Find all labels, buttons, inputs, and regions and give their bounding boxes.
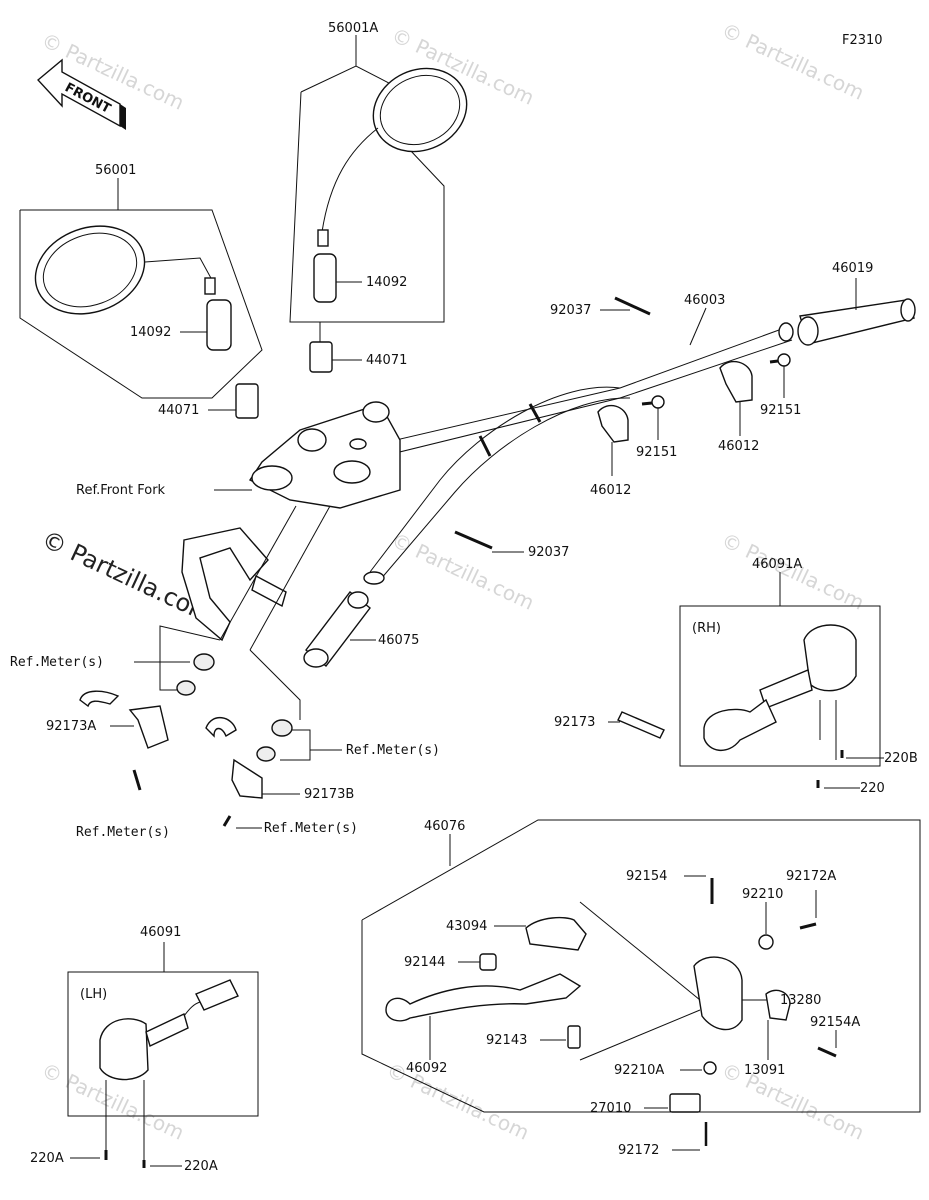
callout-220: 220 — [860, 781, 885, 796]
switch-43094-icon — [525, 916, 587, 951]
switch-lh-group — [67, 942, 259, 1168]
callout-92172: 92172 — [618, 1143, 659, 1158]
callout-46091: 46091 — [140, 925, 181, 940]
pin-92037-icon — [600, 296, 651, 316]
collar-92143-icon — [567, 1025, 581, 1049]
callout-92172A: 92172A — [786, 869, 836, 884]
callout-220B: 220B — [884, 751, 918, 766]
adapter-44071-icon — [309, 341, 333, 373]
lever-46092-icon — [385, 973, 582, 1022]
meter-grommets-left — [79, 625, 221, 791]
callout-13280: 13280 — [780, 993, 821, 1008]
figure-code: F2310 — [842, 33, 883, 48]
strap-92173-icon — [608, 711, 665, 739]
callout-220A: 220A — [30, 1151, 64, 1166]
switch-rh-group — [679, 572, 884, 789]
callout-46075: 46075 — [378, 633, 419, 648]
callout-46019: 46019 — [832, 261, 873, 276]
callout-92037: 92037 — [528, 545, 569, 560]
callout-44071: 44071 — [366, 353, 407, 368]
callout-56001: 56001 — [95, 163, 136, 178]
lh-label: (LH) — [80, 987, 107, 1002]
bolt-92151-icon — [641, 395, 665, 440]
clamp-13091-icon — [765, 989, 791, 1021]
mirror-stem-icon — [317, 229, 329, 247]
ref-meter: Ref.Meter(s) — [346, 743, 440, 758]
cover-14092-icon — [313, 253, 337, 303]
callout-92037: 92037 — [550, 303, 591, 318]
callout-46092: 46092 — [406, 1061, 447, 1076]
callout-46076: 46076 — [424, 819, 465, 834]
callout-46012: 46012 — [590, 483, 631, 498]
switch-27010-icon — [669, 1093, 701, 1113]
callout-92173: 92173 — [554, 715, 595, 730]
callout-92154: 92154 — [626, 869, 667, 884]
callout-46012: 46012 — [718, 439, 759, 454]
washer-92210-icon — [758, 934, 774, 950]
callout-92151: 92151 — [760, 403, 801, 418]
mirror-stem-icon — [204, 277, 216, 295]
ref-meter: Ref.Meter(s) — [264, 821, 358, 836]
pin-92037-icon — [454, 530, 524, 553]
callout-56001A: 56001A — [328, 21, 378, 36]
callout-92210: 92210 — [742, 887, 783, 902]
callout-14092: 14092 — [366, 275, 407, 290]
callout-43094: 43094 — [446, 919, 487, 934]
meter-grommets-center — [205, 717, 342, 829]
mirror-left-group — [19, 178, 263, 419]
front-fork-clamp-icon — [248, 401, 401, 509]
cover-14092-icon — [206, 299, 232, 351]
callout-13091: 13091 — [744, 1063, 785, 1078]
callout-92143: 92143 — [486, 1033, 527, 1048]
watermark: © Partzilla.com — [718, 1058, 868, 1145]
holder-46012-icon — [719, 360, 753, 436]
meter-bracket-icon — [181, 505, 331, 720]
watermark: © Partzilla.com — [388, 528, 538, 615]
callout-14092: 14092 — [130, 325, 171, 340]
bolt-92151-icon — [769, 353, 791, 398]
clutch-lever-group — [361, 819, 921, 1151]
ref-meter: Ref.Meter(s) — [10, 655, 104, 670]
callout-92154A: 92154A — [810, 1015, 860, 1030]
callout-92151: 92151 — [636, 445, 677, 460]
spring-92144-icon — [479, 953, 497, 971]
handlebar-46003-icon — [309, 322, 794, 585]
mirror-right-group — [289, 35, 468, 373]
mirror-left-icon — [34, 225, 146, 315]
callout-220A: 220A — [184, 1159, 218, 1174]
callout-27010: 27010 — [590, 1101, 631, 1116]
rh-label: (RH) — [692, 621, 721, 636]
callout-46091A: 46091A — [752, 557, 802, 572]
holder-13280-icon — [693, 956, 743, 1031]
holder-46012-icon — [597, 404, 629, 476]
grip-left-46075-icon — [303, 591, 376, 668]
callout-92144: 92144 — [404, 955, 445, 970]
nut-92210A-icon — [703, 1061, 717, 1075]
watermarks: © Partzilla.com © Partzilla.com © Partzi… — [37, 18, 867, 1145]
callout-92210A: 92210A — [614, 1063, 664, 1078]
adapter-44071-icon — [235, 383, 259, 419]
grip-right-46019-icon — [797, 278, 916, 346]
callout-46003: 46003 — [684, 293, 725, 308]
ref-front-fork: Ref.Front Fork — [76, 483, 166, 498]
callout-92173A: 92173A — [46, 719, 96, 734]
mirror-right-icon — [372, 67, 468, 153]
ref-meter: Ref.Meter(s) — [76, 825, 170, 840]
callout-44071: 44071 — [158, 403, 199, 418]
callout-92173B: 92173B — [304, 787, 354, 802]
watermark: © Partzilla.com — [718, 18, 868, 105]
